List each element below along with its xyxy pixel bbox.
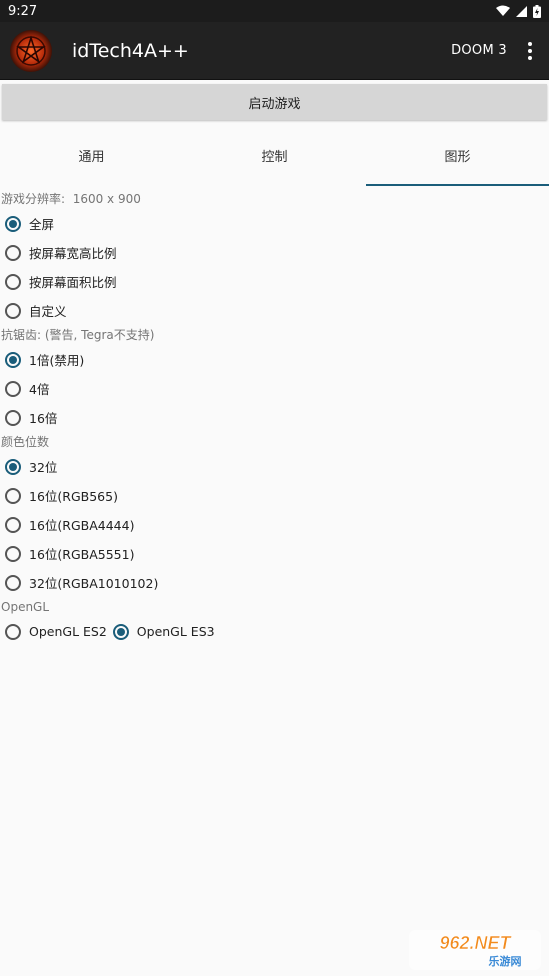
- pentagram-logo-icon: [10, 29, 52, 72]
- app-title: idTech4A++: [72, 39, 189, 62]
- opengl-label: OpenGL: [1, 600, 50, 614]
- graphics-settings: 游戏分辨率: 1600 x 900 全屏 按屏幕宽高比例 按屏幕面积比例 自定义…: [0, 186, 549, 646]
- opengl-option-es3[interactable]: OpenGL ES3: [112, 623, 215, 640]
- option-label: 按屏幕面积比例: [29, 275, 117, 290]
- radio-checked-icon[interactable]: [5, 458, 21, 475]
- resolution-option-custom[interactable]: 自定义: [0, 296, 549, 325]
- color-depth-label: 颜色位数: [1, 435, 50, 449]
- radio-unchecked-icon[interactable]: [5, 623, 21, 640]
- resolution-label: 游戏分辨率: 1600 x 900: [0, 189, 549, 209]
- option-label: OpenGL ES2: [29, 624, 107, 639]
- battery-icon: [533, 4, 541, 18]
- tab-controls[interactable]: 控制: [261, 149, 288, 165]
- wifi-icon: [496, 5, 510, 16]
- option-label: 16倍: [29, 411, 58, 426]
- cellular-icon: [516, 5, 527, 17]
- color-depth-option-rgba4444[interactable]: 16位(RGBA4444): [0, 510, 549, 539]
- resolution-label-text: 游戏分辨率:: [1, 192, 66, 206]
- antialiasing-label: 抗锯齿: (警告, Tegra不支持): [1, 328, 155, 342]
- more-options-icon[interactable]: [521, 39, 539, 63]
- color-depth-option-rgb565[interactable]: 16位(RGB565): [0, 481, 549, 510]
- game-selector[interactable]: DOOM 3: [451, 43, 507, 58]
- option-label: OpenGL ES3: [136, 624, 215, 639]
- radio-unchecked-icon[interactable]: [5, 574, 21, 591]
- opengl-options: OpenGL ES2 OpenGL ES3: [0, 617, 549, 646]
- tab-bar: 通用 控制 图形: [0, 124, 549, 186]
- status-icons: [496, 4, 541, 18]
- radio-checked-icon[interactable]: [5, 215, 21, 232]
- color-depth-option-32[interactable]: 32位: [0, 452, 549, 481]
- color-depth-option-rgba1010102[interactable]: 32位(RGBA1010102): [0, 568, 549, 597]
- launch-game-button[interactable]: 启动游戏: [2, 84, 547, 120]
- radio-unchecked-icon[interactable]: [5, 244, 21, 261]
- antialiasing-option-1x[interactable]: 1倍(禁用): [0, 345, 549, 374]
- antialiasing-option-4x[interactable]: 4倍: [0, 374, 549, 403]
- status-time: 9:27: [8, 3, 38, 19]
- option-label: 16位(RGBA5551): [29, 547, 135, 562]
- option-label: 全屏: [29, 217, 55, 232]
- radio-unchecked-icon[interactable]: [5, 487, 21, 504]
- resolution-option-fullscreen[interactable]: 全屏: [0, 209, 549, 238]
- radio-unchecked-icon[interactable]: [5, 409, 21, 426]
- watermark-logo: 962.NET 乐游网: [409, 930, 541, 970]
- option-label: 4倍: [29, 382, 50, 397]
- status-bar: 9:27: [0, 0, 549, 22]
- radio-unchecked-icon[interactable]: [5, 516, 21, 533]
- app-bar: idTech4A++ DOOM 3: [0, 22, 549, 80]
- antialiasing-option-16x[interactable]: 16倍: [0, 403, 549, 432]
- option-label: 16位(RGB565): [29, 489, 118, 504]
- option-label: 32位(RGBA1010102): [29, 576, 159, 591]
- resolution-option-area[interactable]: 按屏幕面积比例: [0, 267, 549, 296]
- radio-checked-icon[interactable]: [112, 623, 129, 640]
- option-label: 1倍(禁用): [29, 353, 85, 368]
- option-label: 16位(RGBA4444): [29, 518, 135, 533]
- opengl-option-es2[interactable]: OpenGL ES2: [5, 623, 107, 640]
- radio-unchecked-icon[interactable]: [5, 273, 21, 290]
- option-label: 32位: [29, 460, 58, 475]
- color-depth-option-rgba5551[interactable]: 16位(RGBA5551): [0, 539, 549, 568]
- option-label: 自定义: [29, 304, 67, 319]
- resolution-value: 1600 x 900: [72, 192, 141, 206]
- tab-graphics[interactable]: 图形: [366, 124, 549, 186]
- watermark-bottom-text: 乐游网: [489, 954, 522, 968]
- radio-unchecked-icon[interactable]: [5, 545, 21, 562]
- watermark-top-text: 962.NET: [439, 933, 512, 953]
- option-label: 按屏幕宽高比例: [29, 246, 117, 261]
- tab-general[interactable]: 通用: [78, 149, 105, 165]
- radio-unchecked-icon[interactable]: [5, 302, 21, 319]
- radio-checked-icon[interactable]: [5, 351, 21, 368]
- resolution-option-aspect[interactable]: 按屏幕宽高比例: [0, 238, 549, 267]
- radio-unchecked-icon[interactable]: [5, 380, 21, 397]
